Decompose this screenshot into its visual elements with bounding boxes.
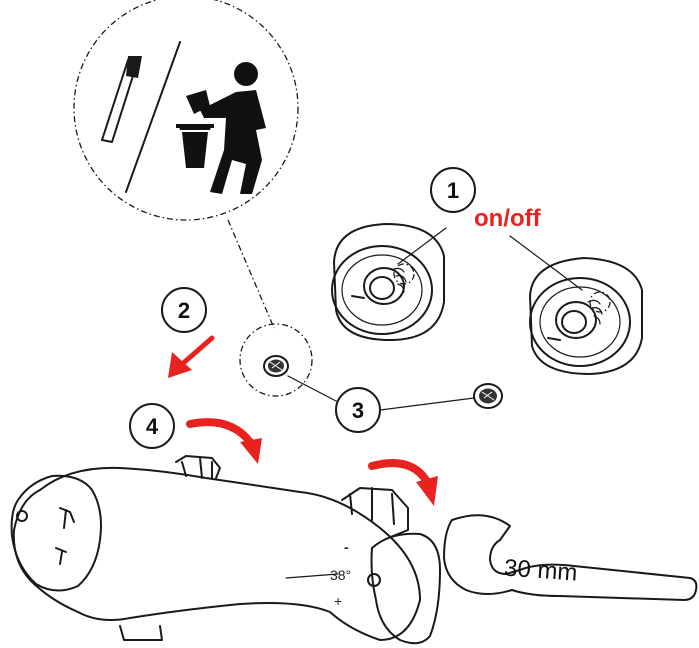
plus-mark: + [334, 593, 342, 609]
step-3-number: 3 [352, 398, 364, 423]
cartridge-knob-left [331, 223, 445, 341]
filter-screen-right [473, 383, 503, 409]
step-2-number: 2 [178, 298, 190, 323]
wrench-size-label: 30 mm [503, 555, 578, 587]
temperature-label: 38° [330, 567, 351, 583]
cartridge-knob-right [529, 257, 643, 375]
step-1-number: 1 [447, 178, 459, 203]
callout-divider [125, 41, 181, 193]
on-off-label: on/off [474, 205, 542, 232]
filter-screen-left [239, 323, 313, 397]
step-2-marker: 2 [161, 287, 207, 333]
wrench-icon: 30 mm [443, 514, 698, 601]
rotate-arrow-left-icon [186, 418, 262, 464]
step-1-marker: 1 [430, 167, 476, 213]
step-3-marker: 3 [335, 387, 381, 433]
rotate-arrow-right-icon [368, 459, 438, 506]
step-4-number: 4 [146, 414, 159, 439]
step-4-marker: 4 [129, 403, 175, 449]
cleaning-detail-callout [73, 0, 299, 329]
thermostatic-mixer: 38° - + [10, 455, 441, 645]
brush-icon [101, 56, 142, 143]
arrow-down-left-icon [168, 335, 215, 378]
dispose-in-bin-icon [176, 62, 266, 194]
minus-mark: - [344, 539, 349, 555]
